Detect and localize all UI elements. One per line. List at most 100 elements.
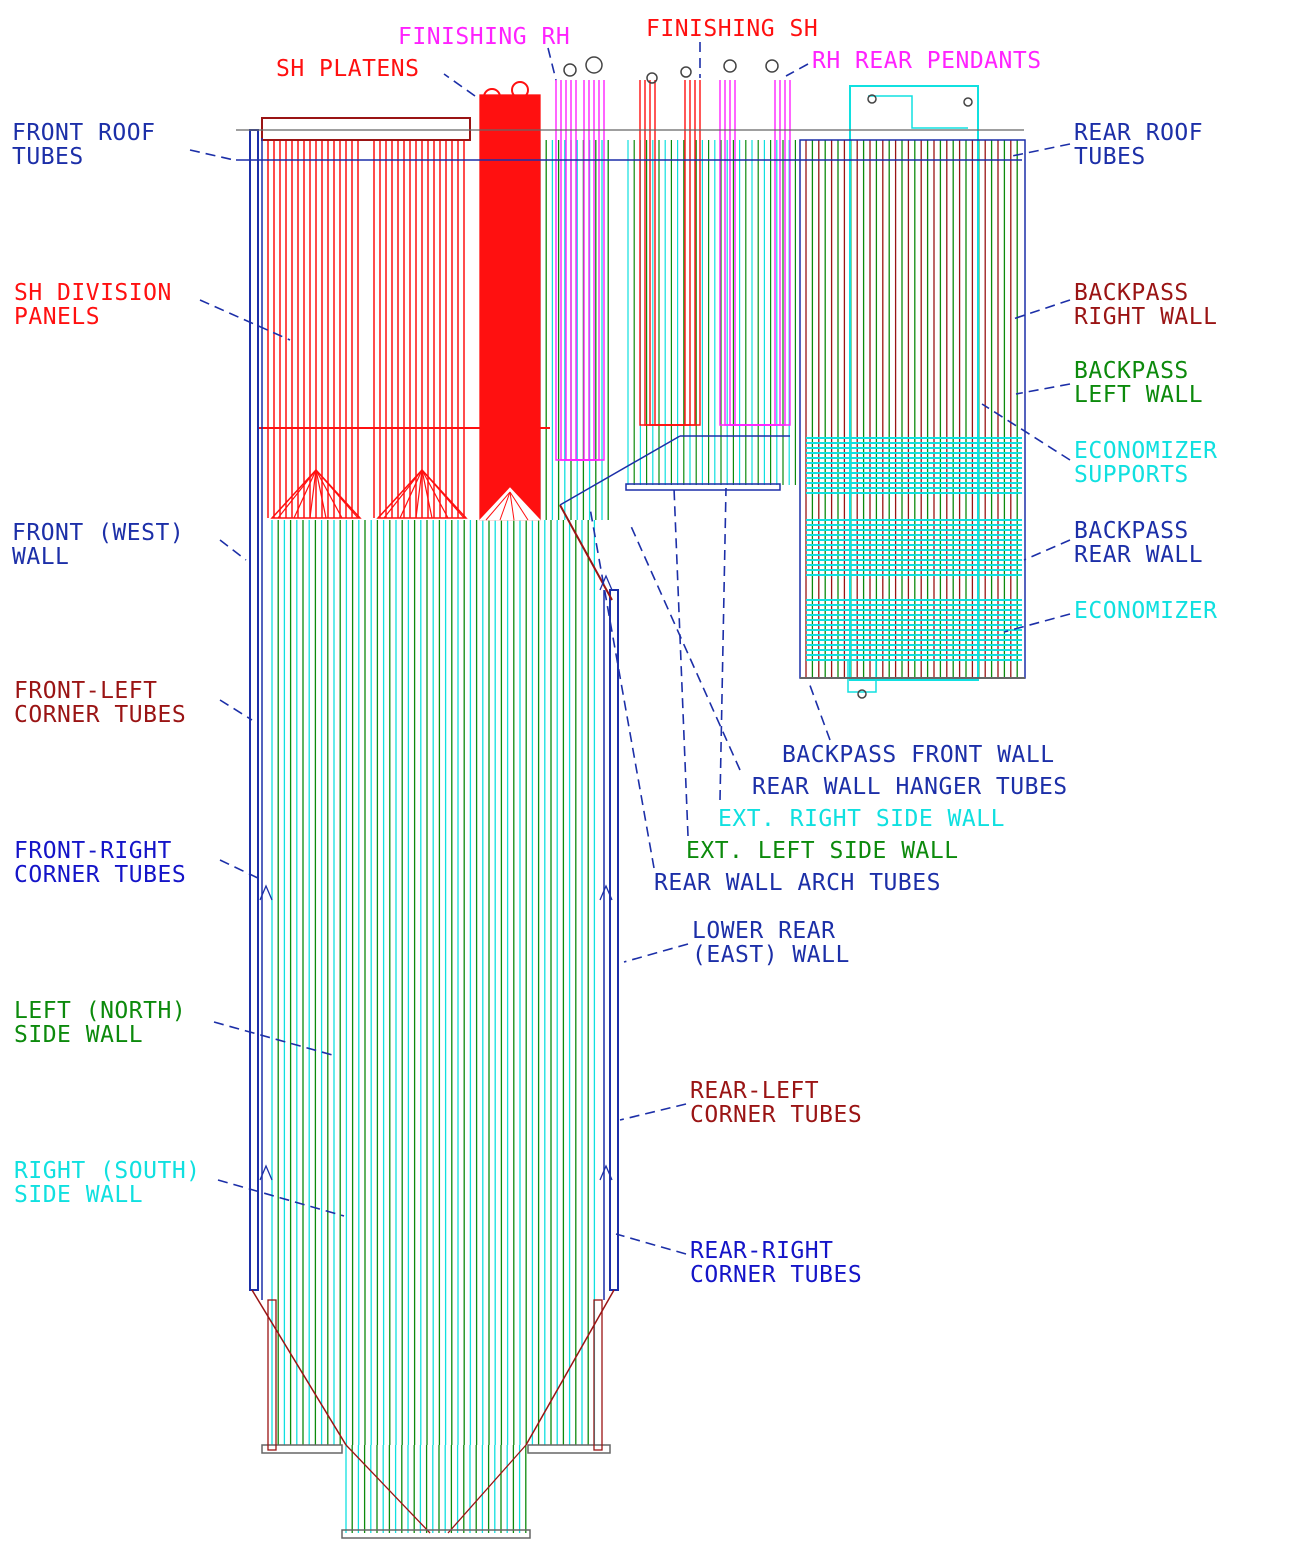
leader-line bbox=[1011, 143, 1071, 157]
sh-platens-header bbox=[483, 88, 501, 106]
right-south-side-wall-label-line2: SIDE WALL bbox=[14, 1182, 143, 1208]
sh-platens-block bbox=[479, 94, 541, 521]
backpass-right-wall-label: BACKPASS bbox=[1074, 280, 1189, 306]
finishing-sh-header bbox=[646, 72, 658, 84]
sh-division-panel-end-tube bbox=[383, 469, 423, 519]
finishing-rh-loop bbox=[570, 80, 590, 461]
front-left-lower-corner bbox=[267, 1299, 277, 1451]
leader-line bbox=[443, 73, 476, 97]
leader-line bbox=[785, 63, 809, 77]
sh-platens-notch bbox=[478, 487, 542, 521]
rear-right-corner-tubes-label: REAR-RIGHT bbox=[690, 1238, 833, 1264]
front-right-corner-tubes-label-line2: CORNER TUBES bbox=[14, 862, 186, 888]
sh-division-panel-end-tube bbox=[421, 469, 433, 519]
leader-line bbox=[1009, 299, 1071, 321]
sh-division-panel-end-tube bbox=[315, 469, 359, 519]
leader-line bbox=[629, 523, 741, 771]
horizontal-pass-floor bbox=[625, 483, 781, 491]
sh-platens-notch-tube bbox=[499, 491, 511, 521]
rh-rear-pendant-header bbox=[765, 59, 779, 73]
sh-division-panel-end-tube bbox=[315, 469, 343, 519]
corner-tube-bend bbox=[259, 884, 273, 901]
corner-tube-bend bbox=[599, 1164, 613, 1181]
sh-platens-notch-tube bbox=[485, 491, 511, 521]
rear-roof-tubes-label-line2: TUBES bbox=[1074, 144, 1146, 170]
front-right-corner-tubes-label: FRONT-RIGHT bbox=[14, 838, 172, 864]
backpass-left-wall-label-line2: LEFT WALL bbox=[1074, 382, 1203, 408]
lower-rear-east-wall-label-line2: (EAST) WALL bbox=[692, 942, 850, 968]
sh-division-panels-label: SH DIVISION bbox=[14, 280, 172, 306]
sh-division-header bbox=[261, 117, 471, 141]
finishing-rh-loop bbox=[555, 80, 605, 461]
leader-line bbox=[199, 299, 291, 341]
economizer-support-header bbox=[963, 97, 973, 107]
sh-platens-header bbox=[511, 81, 529, 99]
leader-line bbox=[1023, 539, 1071, 561]
corner-tube-bend bbox=[259, 1164, 273, 1181]
economizer-support-header bbox=[867, 94, 877, 104]
economizer-support-frame bbox=[849, 85, 979, 681]
finishing-rh-label: FINISHING RH bbox=[398, 24, 570, 50]
rear-left-lower-corner bbox=[593, 1299, 603, 1451]
rear-wall-hanger-tubes-label: REAR WALL HANGER TUBES bbox=[752, 774, 1068, 800]
economizer-outlet-header bbox=[857, 689, 867, 699]
sh-division-panels-label-line2: PANELS bbox=[14, 304, 100, 330]
lower-rear-wall bbox=[609, 589, 619, 1291]
sh-division-panel-end-tube bbox=[277, 469, 317, 519]
hopper-header-left bbox=[261, 1444, 343, 1454]
economizer-label: ECONOMIZER bbox=[1074, 598, 1217, 624]
front-left-corner-tubes-label: FRONT-LEFT bbox=[14, 678, 157, 704]
sh-division-panel-end-tube bbox=[421, 469, 465, 519]
backpass-rear-wall-label: BACKPASS bbox=[1074, 518, 1189, 544]
hopper-front-slope bbox=[251, 1289, 347, 1446]
sh-division-panel-end-tube bbox=[293, 469, 317, 519]
leader-line bbox=[189, 149, 235, 161]
economizer-outlet bbox=[847, 660, 877, 693]
economizer-supports-label: ECONOMIZER bbox=[1074, 438, 1217, 464]
finishing-rh-header bbox=[563, 63, 577, 77]
boiler-structure bbox=[236, 117, 1026, 1539]
leader-line bbox=[217, 1179, 345, 1217]
left-north-side-wall-label-line2: SIDE WALL bbox=[14, 1022, 143, 1048]
leader-line bbox=[219, 699, 253, 721]
rear-left-corner-tubes-label-line2: CORNER TUBES bbox=[690, 1102, 862, 1128]
hopper-diagonal bbox=[447, 1444, 527, 1534]
sh-division-panel-end-tube bbox=[315, 469, 327, 519]
sh-division-panel-end bbox=[376, 468, 468, 519]
rh-rear-pendants-label: RH REAR PENDANTS bbox=[812, 48, 1042, 74]
sh-platens-notch-tube bbox=[509, 491, 515, 521]
backpass-right-wall-label-line2: RIGHT WALL bbox=[1074, 304, 1217, 330]
leader-line bbox=[1003, 613, 1071, 633]
front-west-wall bbox=[249, 129, 259, 1291]
leader-line bbox=[623, 943, 689, 963]
finishing-sh-header bbox=[680, 66, 692, 78]
sh-division-panel-end bbox=[270, 468, 362, 519]
rear-right-corner-tubes-label-line2: CORNER TUBES bbox=[690, 1262, 862, 1288]
economizer-support-tube bbox=[868, 95, 968, 129]
finishing-rh-loop bbox=[575, 80, 585, 461]
sh-platens-label: SH PLATENS bbox=[276, 56, 419, 82]
hopper-header-right bbox=[527, 1444, 611, 1454]
sh-platens-notch-tube bbox=[509, 491, 529, 521]
leader-line bbox=[673, 487, 689, 837]
left-north-side-wall-label: LEFT (NORTH) bbox=[14, 998, 186, 1024]
rh-rear-pendant-header bbox=[723, 59, 737, 73]
finishing-rh-header bbox=[585, 56, 603, 74]
finishing-sh-loop bbox=[639, 80, 701, 426]
rh-rear-pendant-loop bbox=[729, 80, 781, 426]
leader-line bbox=[219, 539, 247, 561]
rear-wall-arch-tubes-label: REAR WALL ARCH TUBES bbox=[654, 870, 941, 896]
leader-line bbox=[589, 507, 655, 869]
leader-line bbox=[719, 487, 727, 801]
right-south-side-wall-label: RIGHT (SOUTH) bbox=[14, 1158, 201, 1184]
ext-right-side-wall-label: EXT. RIGHT SIDE WALL bbox=[718, 806, 1005, 832]
leader-line bbox=[1015, 383, 1071, 395]
front-roof-tubes-label-line2: TUBES bbox=[12, 144, 84, 170]
backpass-rear-wall-label-line2: REAR WALL bbox=[1074, 542, 1203, 568]
leader-line bbox=[619, 1103, 687, 1121]
tube-bundles bbox=[258, 56, 1022, 1533]
finishing-sh-loop bbox=[654, 80, 686, 426]
leader-lines bbox=[189, 42, 1071, 1255]
front-roof-tubes-label: FRONT ROOF bbox=[12, 120, 155, 146]
rh-rear-pendant-loop bbox=[734, 80, 776, 426]
